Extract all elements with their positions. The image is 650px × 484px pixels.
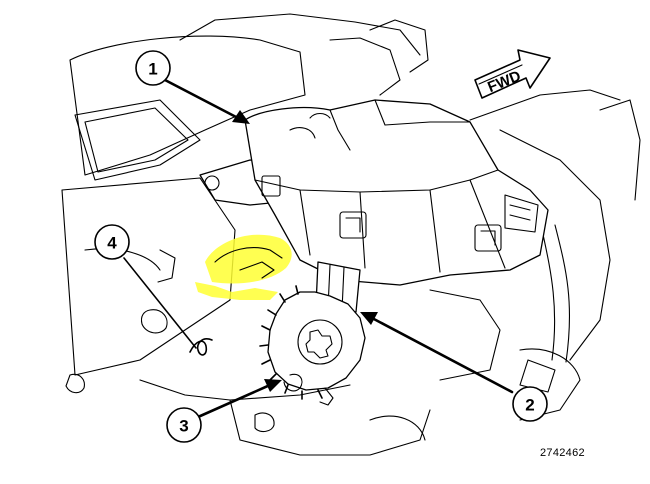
leader-lines	[123, 78, 514, 419]
fwd-label: FWD	[485, 67, 523, 96]
callout-3-label: 3	[179, 417, 188, 436]
drive-gear	[259, 285, 366, 406]
callout-3: 3	[166, 407, 202, 443]
fwd-direction-arrow: FWD	[474, 49, 551, 99]
callout-2-label: 2	[525, 396, 534, 415]
actuator-housing	[199, 99, 549, 286]
callout-4-label: 4	[107, 234, 117, 253]
surrounding-housing	[61, 13, 641, 456]
spring-clip	[189, 338, 213, 356]
callout-1-label: 1	[148, 60, 157, 79]
figure-number: 2742462	[540, 447, 585, 459]
highlight-marking	[195, 234, 292, 300]
callout-2: 2	[512, 386, 548, 422]
callout-1: 1	[135, 50, 171, 86]
callout-4: 4	[94, 224, 130, 260]
